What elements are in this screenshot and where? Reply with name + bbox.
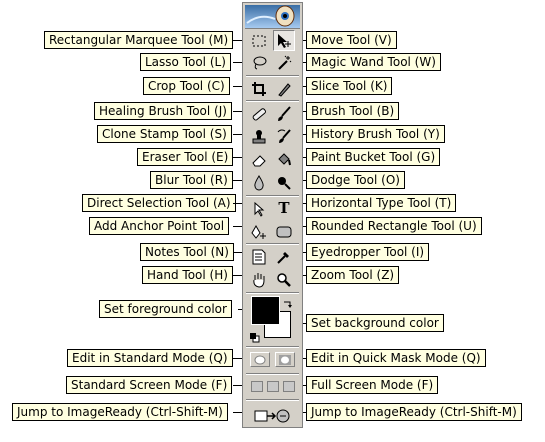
- label-hand: Hand Tool (H): [142, 266, 233, 284]
- label-standard-mode: Edit in Standard Mode (Q): [67, 349, 233, 367]
- bandage-icon: [252, 107, 266, 120]
- type-icon: T: [278, 199, 290, 217]
- default-colors-icon[interactable]: [250, 328, 260, 343]
- label-quick-mask: Edit in Quick Mask Mode (Q): [306, 349, 486, 367]
- label-dodge: Dodge Tool (O): [306, 171, 405, 189]
- quick-mask-icon: [279, 354, 291, 365]
- slice-icon: [278, 82, 291, 97]
- full-screen-mode-button[interactable]: [283, 381, 295, 392]
- paint-bucket-tool-button[interactable]: [273, 149, 295, 170]
- toolbox: T: [242, 2, 303, 428]
- label-jump-imageready-left: Jump to ImageReady (Ctrl-Shift-M): [12, 403, 228, 421]
- blur-tool-button[interactable]: [248, 172, 270, 193]
- pen-plus-icon: [251, 224, 266, 239]
- label-brush: Brush Tool (B): [306, 102, 400, 120]
- label-standard-screen: Standard Screen Mode (F): [66, 376, 233, 394]
- slice-tool-button[interactable]: [273, 78, 295, 99]
- label-move: Move Tool (V): [306, 31, 397, 49]
- label-direct-selection: Direct Selection Tool (A): [82, 194, 236, 212]
- rounded-rectangle-tool-button[interactable]: [273, 221, 295, 242]
- lasso-icon: [253, 56, 267, 69]
- label-background-color: Set background color: [306, 314, 444, 332]
- type-tool-button[interactable]: T: [273, 198, 295, 219]
- label-blur: Blur Tool (R): [150, 171, 233, 189]
- paint-bucket-icon: [278, 152, 291, 165]
- marquee-icon: [252, 35, 266, 46]
- label-healing-brush: Healing Brush Tool (J): [94, 102, 232, 120]
- arrow-icon: [254, 201, 265, 217]
- label-eraser: Eraser Tool (E): [137, 148, 234, 166]
- eye-logo-icon: [246, 5, 295, 27]
- label-lasso: Lasso Tool (L): [140, 53, 231, 71]
- label-magic-wand: Magic Wand Tool (W): [306, 53, 441, 71]
- direct-selection-tool-button[interactable]: [248, 198, 270, 219]
- dodge-tool-button[interactable]: [273, 172, 295, 193]
- hand-tool-button[interactable]: [248, 269, 270, 290]
- eraser-icon: [252, 154, 266, 166]
- label-zoom: Zoom Tool (Z): [306, 266, 400, 284]
- label-horizontal-type: Horizontal Type Tool (T): [306, 194, 457, 212]
- move-tool-button[interactable]: [273, 30, 295, 51]
- move-icon: [278, 33, 291, 48]
- app-logo[interactable]: [245, 5, 300, 29]
- label-clone-stamp: Clone Stamp Tool (S): [97, 125, 232, 143]
- jump-to-imageready-button[interactable]: [250, 405, 295, 426]
- label-rounded-rectangle: Rounded Rectangle Tool (U): [306, 217, 482, 235]
- quick-mask-mode-button[interactable]: [275, 352, 295, 367]
- stamp-icon: [252, 129, 266, 143]
- standard-mode-icon: [254, 355, 266, 364]
- notes-icon: [252, 249, 266, 264]
- clone-stamp-tool-button[interactable]: [248, 126, 270, 147]
- zoom-tool-button[interactable]: [273, 269, 295, 290]
- label-add-anchor-point: Add Anchor Point Tool: [89, 217, 230, 235]
- label-paint-bucket: Paint Bucket Tool (G): [306, 148, 441, 166]
- label-crop: Crop Tool (C): [143, 77, 230, 95]
- hand-icon: [253, 272, 265, 288]
- imageready-icon: [254, 409, 289, 422]
- droplet-icon: [254, 174, 264, 190]
- label-rectangular-marquee: Rectangular Marquee Tool (M): [44, 31, 234, 49]
- standard-mode-button[interactable]: [250, 352, 270, 367]
- brush-icon: [278, 105, 291, 121]
- eyedropper-tool-button[interactable]: [273, 246, 295, 267]
- standard-screen-mode-button[interactable]: [251, 381, 263, 392]
- label-eyedropper: Eyedropper Tool (I): [306, 243, 430, 261]
- lasso-tool-button[interactable]: [248, 52, 270, 73]
- pen-tool-button[interactable]: [248, 221, 270, 242]
- crop-tool-button[interactable]: [248, 78, 270, 99]
- eraser-tool-button[interactable]: [248, 149, 270, 170]
- marquee-tool-button[interactable]: [248, 30, 270, 51]
- label-history-brush: History Brush Tool (Y): [306, 125, 445, 143]
- magic-wand-tool-button[interactable]: [273, 52, 295, 73]
- notes-tool-button[interactable]: [248, 246, 270, 267]
- label-jump-imageready-right: Jump to ImageReady (Ctrl-Shift-M): [306, 403, 522, 421]
- swap-colors-icon[interactable]: [283, 294, 293, 308]
- history-brush-tool-button[interactable]: [273, 126, 295, 147]
- history-brush-icon: [277, 128, 291, 143]
- magic-wand-icon: [278, 55, 292, 70]
- healing-brush-tool-button[interactable]: [248, 103, 270, 124]
- crop-icon: [252, 81, 266, 96]
- label-full-screen: Full Screen Mode (F): [306, 376, 439, 394]
- full-screen-menu-mode-button[interactable]: [267, 381, 279, 392]
- foreground-color-swatch[interactable]: [251, 296, 280, 325]
- label-notes: Notes Tool (N): [140, 243, 234, 261]
- eyedropper-icon: [277, 251, 289, 264]
- label-slice: Slice Tool (K): [306, 77, 393, 95]
- label-foreground-color: Set foreground color: [99, 300, 232, 318]
- brush-tool-button[interactable]: [273, 103, 295, 124]
- rounded-rect-icon: [276, 226, 292, 237]
- magnifier-icon: [277, 272, 291, 287]
- dodge-icon: [278, 176, 291, 190]
